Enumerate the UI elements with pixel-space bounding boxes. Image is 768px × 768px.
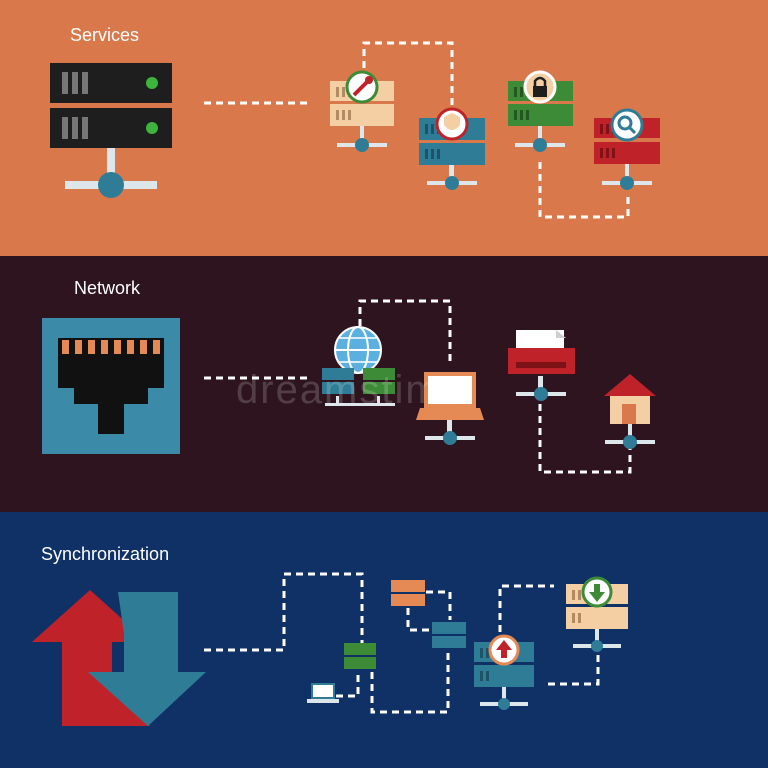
- printer-icon: [508, 330, 575, 401]
- shield-server-icon: [419, 107, 485, 190]
- network-illustration: [42, 299, 656, 474]
- laptop-icon: [416, 372, 484, 445]
- small-laptop-icon: [307, 683, 339, 703]
- ethernet-port-icon: [42, 318, 180, 454]
- upload-server-icon: [474, 634, 534, 710]
- download-server-icon: [566, 576, 628, 652]
- sync-illustration: [32, 572, 628, 726]
- services-illustration: [50, 41, 660, 219]
- services-title: Services: [70, 25, 140, 45]
- server-rack-icon: [50, 63, 172, 198]
- sync-connectors: [204, 572, 600, 714]
- network-band: Network: [0, 256, 768, 512]
- services-band: Services: [0, 0, 768, 256]
- small-teal-server-icon: [432, 622, 466, 648]
- lock-server-icon: [508, 70, 573, 152]
- small-green-server-icon: [344, 643, 376, 669]
- sync-arrows-icon: [32, 590, 206, 726]
- sync-title: Synchronization: [41, 544, 170, 564]
- house-icon: [604, 374, 656, 449]
- wrench-server-icon: [330, 70, 394, 152]
- network-connectors: [204, 299, 632, 474]
- small-beige-server-icon: [391, 580, 425, 606]
- network-title: Network: [74, 278, 141, 298]
- sync-band: Synchronization: [0, 512, 768, 768]
- globe-servers-icon: [322, 326, 395, 406]
- services-connectors: [204, 41, 630, 219]
- search-server-icon: [594, 108, 660, 190]
